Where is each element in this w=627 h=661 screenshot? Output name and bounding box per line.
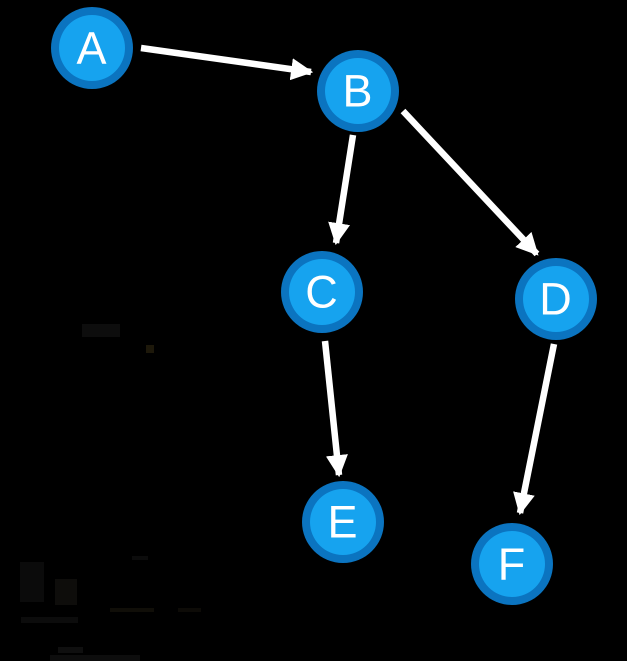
- node-disc: [59, 15, 125, 81]
- edge-C-E: [321, 340, 348, 478]
- edge-A-B: [140, 44, 314, 81]
- edge-B-D: [400, 108, 540, 257]
- node-D[interactable]: D: [515, 258, 597, 340]
- edge-B-C: [328, 134, 357, 246]
- background-artifact: [58, 647, 83, 653]
- background-artifact: [178, 608, 201, 612]
- edge-layer: [140, 44, 558, 516]
- background-artifact: [21, 617, 78, 623]
- node-E[interactable]: E: [302, 481, 384, 563]
- background-artifact: [110, 608, 154, 612]
- background-artifact: [82, 324, 120, 337]
- edge-D-F: [513, 343, 558, 516]
- node-disc: [289, 259, 355, 325]
- node-label: E: [327, 497, 358, 548]
- node-disc: [310, 489, 376, 555]
- background-artifact: [55, 579, 77, 605]
- background-artifact: [20, 562, 44, 602]
- node-label: A: [76, 23, 107, 74]
- node-label: C: [305, 267, 339, 318]
- artifact-layer: [20, 324, 201, 661]
- node-disc: [523, 266, 589, 332]
- node-layer: A B C D E F: [51, 7, 597, 605]
- node-label: B: [342, 66, 373, 117]
- node-C[interactable]: C: [281, 251, 363, 333]
- node-label: D: [539, 274, 573, 325]
- node-B[interactable]: B: [317, 50, 399, 132]
- background-artifact: [50, 655, 140, 661]
- background-artifact: [132, 556, 148, 560]
- node-F[interactable]: F: [471, 523, 553, 605]
- node-disc: [325, 58, 391, 124]
- node-label: F: [498, 539, 527, 590]
- background-artifact: [146, 345, 154, 353]
- node-disc: [479, 531, 545, 597]
- node-A[interactable]: A: [51, 7, 133, 89]
